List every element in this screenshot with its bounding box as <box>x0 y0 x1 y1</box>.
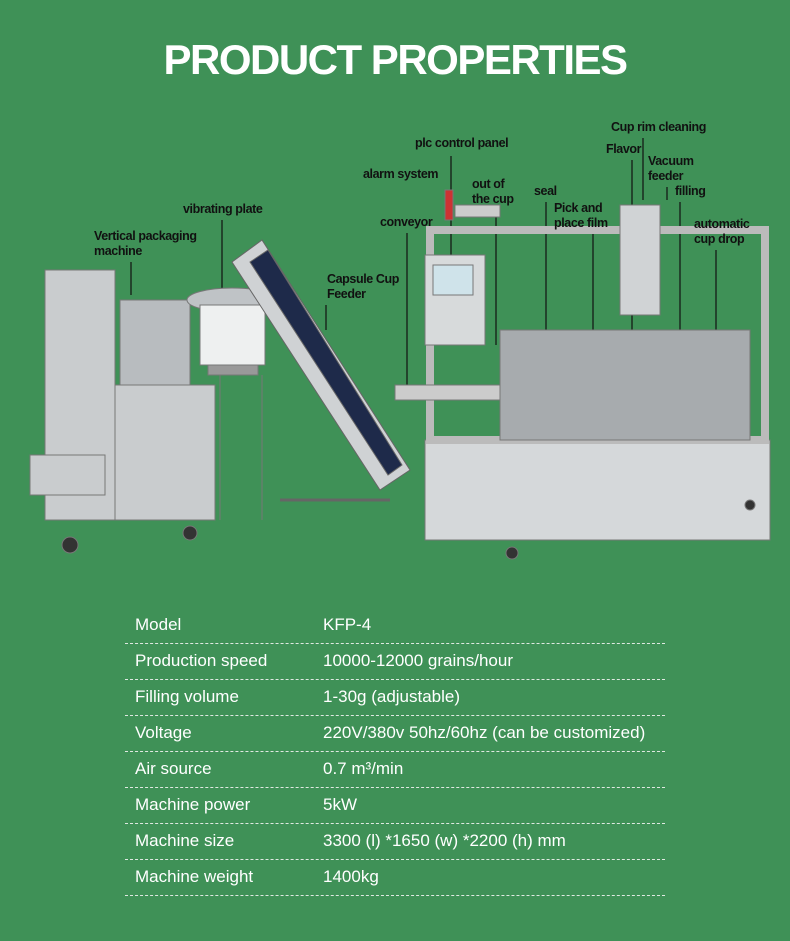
spec-label: Machine power <box>135 795 251 814</box>
spec-label: Model <box>135 615 182 634</box>
spec-value: 0.7 m³/min <box>323 759 404 778</box>
callout-out-of-the-cup: out of the cup <box>472 177 514 206</box>
callout-vacuum-feeder: Vacuum feeder <box>648 154 694 183</box>
page-title: PRODUCT PROPERTIES <box>163 36 628 83</box>
spec-value: 1400kg <box>323 867 379 886</box>
spec-value: 3300 (l) *1650 (w) *2200 (h) mm <box>323 831 566 850</box>
leader-lines <box>130 138 717 390</box>
spec-label: Machine size <box>135 831 235 850</box>
callout-cup-rim-cleaning: Cup rim cleaning <box>611 120 707 134</box>
spec-row: Production speed 10000-12000 grains/hour <box>125 643 665 680</box>
spec-value: 220V/380v 50hz/60hz (can be customized) <box>323 723 646 742</box>
callout-filling: filling <box>675 184 706 198</box>
spec-value: 5kW <box>323 795 357 814</box>
callout-vertical-packaging-machine: Vertical packaging machine <box>94 229 197 258</box>
callout-pick-and-place-film: Pick and place film <box>554 201 608 230</box>
machine-illustration <box>29 138 771 560</box>
callout-capsule-cup-feeder: Capsule Cup Feeder <box>327 272 399 301</box>
spec-label: Voltage <box>135 723 192 742</box>
capsule-filling-machine <box>394 189 771 560</box>
spec-row: Machine size 3300 (l) *1650 (w) *2200 (h)… <box>125 823 665 860</box>
spec-label: Machine weight <box>135 867 254 886</box>
capsule-cup-feeder <box>231 239 411 502</box>
spec-row: Air source 0.7 m³/min <box>125 751 665 788</box>
spec-value: 10000-12000 grains/hour <box>323 651 513 670</box>
callout-automatic-cup-drop: automatic cup drop <box>694 217 750 246</box>
callout-flavor: Flavor <box>606 142 642 156</box>
spec-row: Machine power 5kW <box>125 787 665 824</box>
callout-conveyor: conveyor <box>380 215 433 229</box>
callout-seal: seal <box>534 184 557 198</box>
callout-plc-control-panel: plc control panel <box>415 136 509 150</box>
vertical-packaging-machine <box>29 269 216 554</box>
spec-row: Filling volume 1-30g (adjustable) <box>125 679 665 716</box>
spec-label: Production speed <box>135 651 268 670</box>
spec-value: KFP-4 <box>323 615 372 634</box>
spec-label: Air source <box>135 759 212 778</box>
spec-row: Machine weight 1400kg <box>125 859 665 896</box>
callout-alarm-system: alarm system <box>363 167 439 181</box>
spec-label: Filling volume <box>135 687 239 706</box>
spec-row: Voltage 220V/380v 50hz/60hz (can be custo… <box>125 715 665 752</box>
spec-value: 1-30g (adjustable) <box>323 687 461 706</box>
callout-vibrating-plate: vibrating plate <box>183 202 263 216</box>
spec-row: Model KFP-4 <box>125 607 665 644</box>
